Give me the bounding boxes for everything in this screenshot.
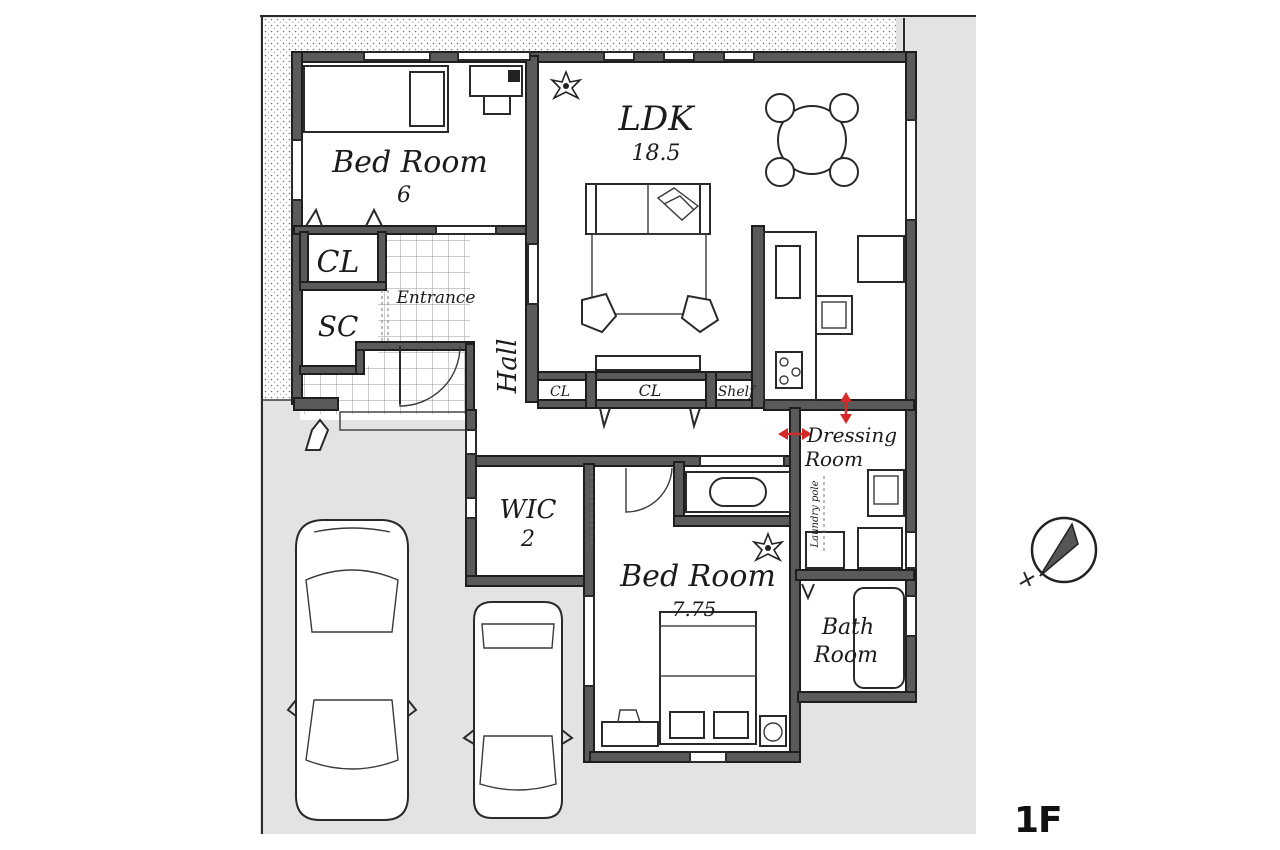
windows: [291, 51, 917, 763]
bathroom-label-2: Room: [813, 643, 878, 668]
bathroom-label-1: Bath: [821, 615, 874, 640]
floor-label: 1F: [1014, 800, 1063, 841]
plant-icon: [549, 69, 785, 562]
dressing-label-1: Dressing: [806, 423, 897, 447]
wic-size: 2: [520, 527, 535, 552]
bedroom-main-furniture: [601, 611, 787, 747]
bedroom-small-label: Bed Room: [331, 145, 488, 180]
bedroom-small-furniture: [303, 65, 523, 227]
dressing-label-2: Room: [804, 447, 863, 471]
wic-label: WIC: [500, 495, 557, 525]
toilet: [625, 467, 791, 513]
hall-label: Hall: [493, 339, 523, 395]
cl-wide-label: CL: [639, 381, 662, 400]
car-small: [462, 601, 574, 819]
ldk-size: 18.5: [632, 141, 681, 166]
car-large: [286, 519, 418, 821]
closet-label: CL: [317, 245, 360, 280]
bedroom-small-size: 6: [397, 183, 411, 208]
shelf-label: Shelf: [718, 384, 757, 400]
bathtub: [801, 583, 905, 689]
entrance-label: Entrance: [396, 288, 476, 308]
bedroom-main-size: 7.75: [672, 597, 717, 621]
ldk-furniture: [581, 93, 905, 430]
bedroom-main-label: Bed Room: [619, 559, 776, 594]
shoe-closet-label: SC: [318, 310, 359, 343]
compass-icon: [1019, 516, 1098, 587]
entrance-door: [304, 290, 461, 451]
double-arrow-icon: [778, 392, 852, 440]
cl-small-label: CL: [550, 384, 570, 400]
ldk-label: LDK: [617, 99, 696, 139]
laundry-pole-label: Laundry pole: [810, 480, 821, 548]
dressing-room-furniture: [591, 469, 905, 569]
